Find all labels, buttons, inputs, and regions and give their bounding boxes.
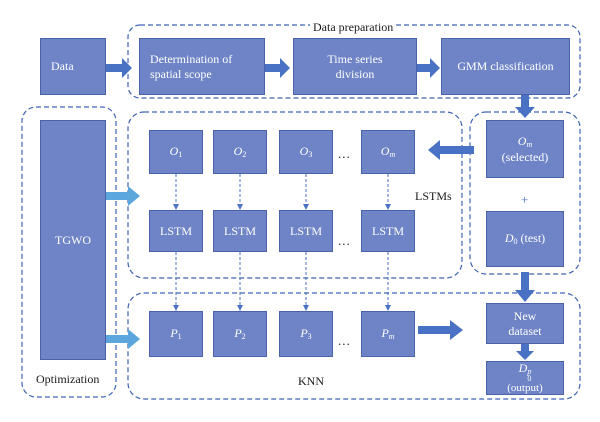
o-ellipsis: ...	[338, 146, 351, 161]
om-sub-italic: m	[389, 150, 396, 160]
node-p3-text: P3	[300, 326, 311, 342]
node-data-text: Data	[51, 59, 74, 74]
knn-label: KNN	[298, 374, 324, 388]
node-p1-text: P1	[170, 326, 181, 342]
lstm-ellipsis: ...	[338, 233, 351, 248]
pm-sub: m	[389, 332, 395, 341]
arrow-selection-to-new-dataset	[515, 272, 535, 302]
optimization-label: Optimization	[36, 372, 100, 386]
om-selected-var: O	[517, 134, 527, 148]
node-p3: P3	[279, 311, 333, 357]
data-preparation-group	[127, 24, 581, 99]
node-lstmm: LSTM	[361, 210, 415, 252]
d0-test-sub: 0	[513, 237, 518, 247]
arrow-gmm-to-selected	[515, 94, 535, 118]
arrow-time-series-to-gmm	[417, 58, 440, 78]
om-selected-sub-italic: m	[526, 140, 533, 149]
arrow-pm-to-new-dataset	[418, 320, 463, 340]
d0p-note: (output)	[507, 382, 543, 395]
o1-var: O	[169, 144, 179, 159]
node-tgwo: TGWO	[40, 120, 106, 360]
d0-test-note: (test)	[520, 231, 546, 246]
node-tgwo-text: TGWO	[55, 232, 91, 247]
om-selected-symbol: Om	[518, 134, 532, 150]
node-data: Data	[40, 38, 106, 95]
new-dataset-text: New dataset	[508, 309, 542, 338]
data-preparation-label: Data preparation	[310, 21, 397, 33]
d0-test-var: D	[504, 231, 514, 246]
d0-test-text: D0 (test)	[505, 231, 545, 247]
node-o2: O2	[213, 130, 267, 174]
arrow-scope-to-time-series	[265, 58, 290, 78]
arrow-tgwo-to-knn	[106, 329, 140, 349]
node-pm: Pm	[361, 311, 415, 357]
d0p-sub: 0	[527, 373, 532, 383]
o2-sub: 2	[242, 150, 247, 160]
arrow-tgwo-to-lstms	[106, 186, 140, 206]
om-var: O	[380, 144, 390, 159]
node-gmm-classification-text: GMM classification	[457, 59, 554, 74]
node-o1-text: O1	[170, 144, 183, 160]
om-selected-sub: m	[526, 140, 532, 149]
node-o1: O1	[149, 130, 203, 174]
node-lstm1-text: LSTM	[159, 223, 192, 238]
node-om-text: Om	[381, 144, 395, 160]
node-om-selected: Om (selected)	[486, 120, 564, 178]
node-lstm3: LSTM	[279, 210, 333, 252]
node-pm-text: Pm	[381, 326, 394, 342]
optimization-group	[21, 106, 117, 398]
node-d0-test: D0 (test)	[486, 211, 564, 267]
node-lstm1: LSTM	[149, 210, 203, 252]
p1-sub: 1	[177, 332, 182, 342]
arrow-selected-to-lstms	[428, 140, 474, 160]
p1-var: P	[170, 326, 178, 341]
arrow-new-dataset-to-output	[516, 344, 534, 360]
lstms-label: LSTMs	[415, 189, 452, 203]
om-sub: m	[389, 150, 395, 159]
node-o3: O3	[279, 130, 333, 174]
d0p-var: D	[518, 360, 528, 375]
o3-var: O	[299, 144, 309, 159]
om-selected-note: (selected)	[501, 149, 549, 164]
p-ellipsis: ...	[338, 333, 351, 348]
o3-sub: 3	[308, 150, 313, 160]
node-p2-text: P2	[234, 326, 245, 342]
node-spatial-scope: Determination of spatial scope	[139, 38, 265, 95]
node-lstm3-text: LSTM	[289, 223, 322, 238]
node-new-dataset: New dataset	[486, 303, 564, 344]
pm-sub-italic: m	[388, 332, 395, 342]
node-p1: P1	[149, 311, 203, 357]
p3-var: P	[300, 326, 308, 341]
node-time-series-division-text: Time series division	[327, 52, 383, 81]
p2-var: P	[234, 326, 242, 341]
p3-sub: 3	[307, 332, 312, 342]
node-spatial-scope-text: Determination of spatial scope	[150, 52, 233, 81]
arrow-data-to-scope	[106, 58, 132, 78]
lstms-group	[127, 111, 463, 279]
p2-sub: 2	[241, 332, 246, 342]
node-o3-text: O3	[300, 144, 313, 160]
o2-var: O	[233, 144, 243, 159]
node-p2: P2	[213, 311, 267, 357]
plus-sign: +	[521, 192, 529, 207]
node-om: Om	[361, 130, 415, 174]
node-lstmm-text: LSTM	[371, 223, 404, 238]
node-o2-text: O2	[234, 144, 247, 160]
o1-sub: 1	[178, 150, 183, 160]
pm-var: P	[381, 326, 389, 341]
d0p-sup: p	[527, 366, 532, 376]
node-lstm2-text: LSTM	[223, 223, 256, 238]
node-lstm2: LSTM	[213, 210, 267, 252]
node-time-series-division: Time series division	[293, 38, 417, 95]
node-gmm-classification: GMM classification	[441, 38, 570, 95]
